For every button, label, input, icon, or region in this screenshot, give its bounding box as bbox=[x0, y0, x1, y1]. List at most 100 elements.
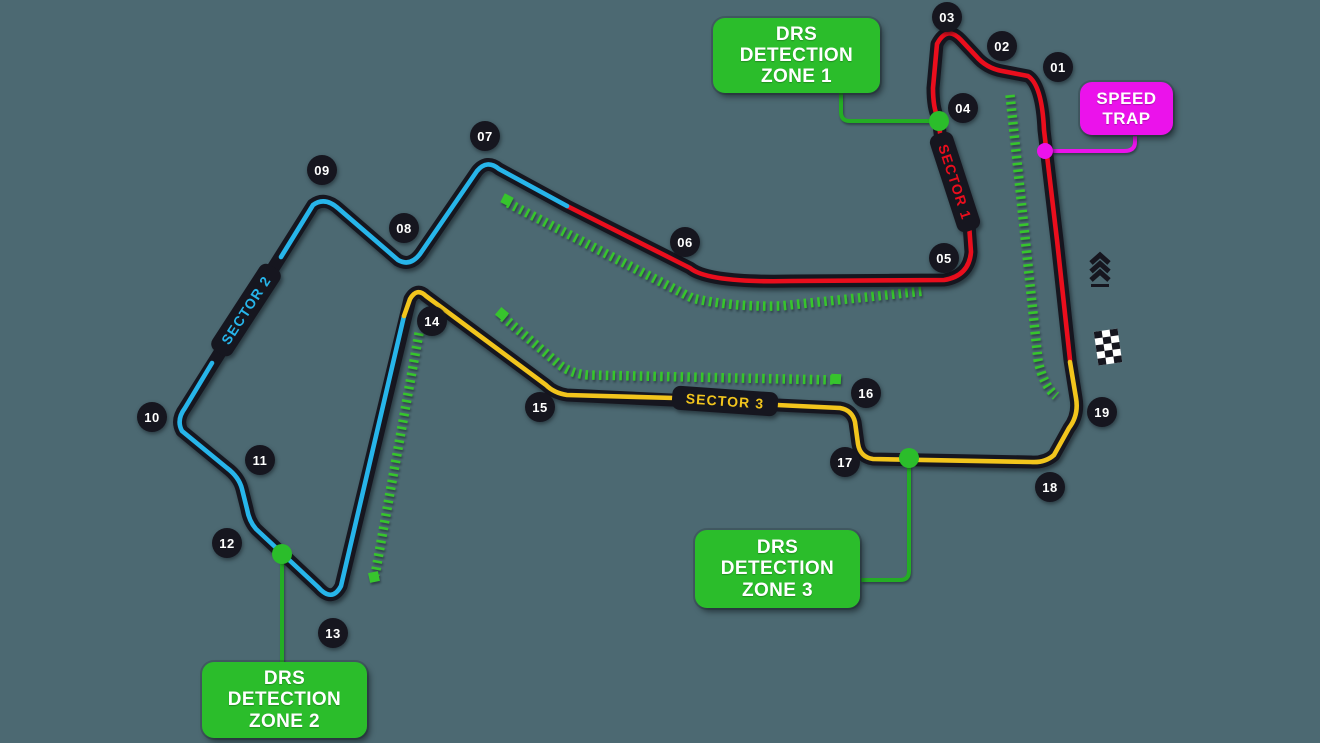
turn-marker-08: 08 bbox=[389, 213, 419, 243]
drs-detection-zone-2-callout: DRS DETECTION ZONE 2 bbox=[202, 662, 367, 738]
turn-marker-circle bbox=[670, 227, 700, 257]
turn-marker-circle bbox=[948, 93, 978, 123]
turn-marker-18: 18 bbox=[1035, 472, 1065, 502]
sector-3-label: SECTOR 3 bbox=[671, 385, 779, 417]
turn-marker-circle bbox=[318, 618, 348, 648]
turn-marker-number: 06 bbox=[677, 235, 692, 250]
sector-2-line-b bbox=[177, 313, 407, 598]
drs-detection-point-1 bbox=[929, 111, 949, 131]
callout-line: TRAP bbox=[1102, 108, 1151, 128]
chevron-strip-cap bbox=[830, 373, 842, 385]
sector-2-line-a bbox=[278, 162, 570, 265]
turn-marker-12: 12 bbox=[212, 528, 242, 558]
turn-marker-number: 01 bbox=[1050, 60, 1065, 75]
turn-marker-circle bbox=[307, 155, 337, 185]
sector-3-label-pill bbox=[671, 385, 779, 417]
drs-detection-point-3 bbox=[899, 448, 919, 468]
turn-marker-09: 09 bbox=[307, 155, 337, 185]
turn-marker-14: 14 bbox=[417, 306, 447, 336]
checkered-flag-icon bbox=[1093, 328, 1123, 366]
sector-3-line-b bbox=[774, 359, 1079, 465]
turn-marker-03: 03 bbox=[932, 2, 962, 32]
callout-line: DRS bbox=[775, 23, 818, 45]
checkered-flag-cells bbox=[1093, 328, 1123, 366]
chevron-strip-cap bbox=[500, 193, 514, 207]
sector-2-label: SECTOR 2 bbox=[211, 263, 281, 357]
turn-marker-05: 05 bbox=[929, 243, 959, 273]
turn-marker-circle bbox=[137, 402, 167, 432]
turn-marker-13: 13 bbox=[318, 618, 348, 648]
turn-marker-number: 17 bbox=[837, 455, 852, 470]
turn-marker-number: 15 bbox=[532, 400, 547, 415]
drs-zone-3-connector-line bbox=[861, 460, 911, 582]
turn-marker-number: 13 bbox=[325, 626, 340, 641]
chevron-strip-cap bbox=[494, 306, 510, 322]
turn-marker-circle bbox=[245, 445, 275, 475]
turn-marker-circle bbox=[525, 392, 555, 422]
turn-marker-number: 09 bbox=[314, 163, 329, 178]
turn-marker-number: 10 bbox=[144, 410, 159, 425]
sector-3-label-text: SECTOR 3 bbox=[685, 390, 764, 411]
sector-1-line-b bbox=[564, 203, 974, 284]
turn-marker-01: 01 bbox=[1043, 52, 1073, 82]
turn-marker-circle bbox=[987, 31, 1017, 61]
turn-marker-circle bbox=[389, 213, 419, 243]
checkered-flag-background bbox=[1093, 328, 1123, 366]
turn-marker-circle bbox=[830, 447, 860, 477]
callout-line: ZONE 1 bbox=[760, 66, 833, 88]
turn-marker-circle bbox=[851, 378, 881, 408]
turn-marker-number: 04 bbox=[955, 101, 971, 116]
marker-dots bbox=[272, 111, 1053, 564]
callout-line: DETECTION bbox=[720, 558, 835, 580]
speed-trap-callout: SPEED TRAP bbox=[1080, 82, 1173, 135]
turn-marker-number: 02 bbox=[994, 39, 1009, 54]
turn-marker-number: 14 bbox=[424, 314, 440, 329]
drs-zone-chevrons-turn13-straight bbox=[370, 332, 424, 576]
turn-marker-circle bbox=[929, 243, 959, 273]
direction-of-travel-icon bbox=[1089, 251, 1111, 287]
turn-marker-17: 17 bbox=[830, 447, 860, 477]
direction-chevron-icon bbox=[1089, 268, 1111, 282]
turn-marker-15: 15 bbox=[525, 392, 555, 422]
drs-zone-1-connector-line bbox=[839, 93, 931, 123]
speed-trap-point bbox=[1037, 143, 1053, 159]
turn-marker-02: 02 bbox=[987, 31, 1017, 61]
callout-line: DETECTION bbox=[739, 44, 854, 66]
turn-marker-circle bbox=[932, 2, 962, 32]
sector-2-label-pill bbox=[211, 263, 281, 357]
drs-zone-chevron-strips bbox=[368, 94, 1060, 583]
turn-marker-number: 07 bbox=[477, 129, 492, 144]
turn-marker-number: 19 bbox=[1094, 405, 1109, 420]
callout-connectors bbox=[280, 93, 1137, 663]
callout-line: SPEED bbox=[1096, 89, 1157, 109]
turn-marker-circle bbox=[417, 306, 447, 336]
callout-line: DETECTION bbox=[227, 689, 342, 711]
turn-marker-10: 10 bbox=[137, 402, 167, 432]
drs-zone-chevrons-main-straight bbox=[1005, 94, 1060, 400]
chevron-strip-cap bbox=[368, 571, 380, 583]
sector-1-label-pill bbox=[929, 131, 981, 233]
callout-line: DRS bbox=[756, 537, 799, 559]
turn-marker-number: 05 bbox=[936, 251, 951, 266]
callout-line: ZONE 3 bbox=[741, 579, 814, 601]
turn-marker-number: 12 bbox=[219, 536, 234, 551]
turn-marker-circle bbox=[1035, 472, 1065, 502]
callout-line: ZONE 2 bbox=[248, 710, 321, 732]
direction-chevron-icon bbox=[1089, 251, 1111, 265]
turn-marker-19: 19 bbox=[1087, 397, 1117, 427]
sector-2-label-text: SECTOR 2 bbox=[218, 273, 274, 348]
turn-marker-circle bbox=[470, 121, 500, 151]
turn-marker-04: 04 bbox=[948, 93, 978, 123]
turn-marker-07: 07 bbox=[470, 121, 500, 151]
sector-1-line-a bbox=[930, 31, 1073, 363]
drs-detection-zone-1-callout: DRS DETECTION ZONE 1 bbox=[713, 18, 880, 93]
turn-marker-circle bbox=[1087, 397, 1117, 427]
drs-zone-chevrons-sector3-straight bbox=[499, 313, 837, 385]
turn-marker-circle bbox=[1043, 52, 1073, 82]
turn-marker-number: 16 bbox=[858, 386, 873, 401]
sector-1-label: SECTOR 1 bbox=[929, 131, 981, 233]
turn-marker-number: 03 bbox=[939, 10, 954, 25]
turn-marker-number: 18 bbox=[1042, 480, 1057, 495]
